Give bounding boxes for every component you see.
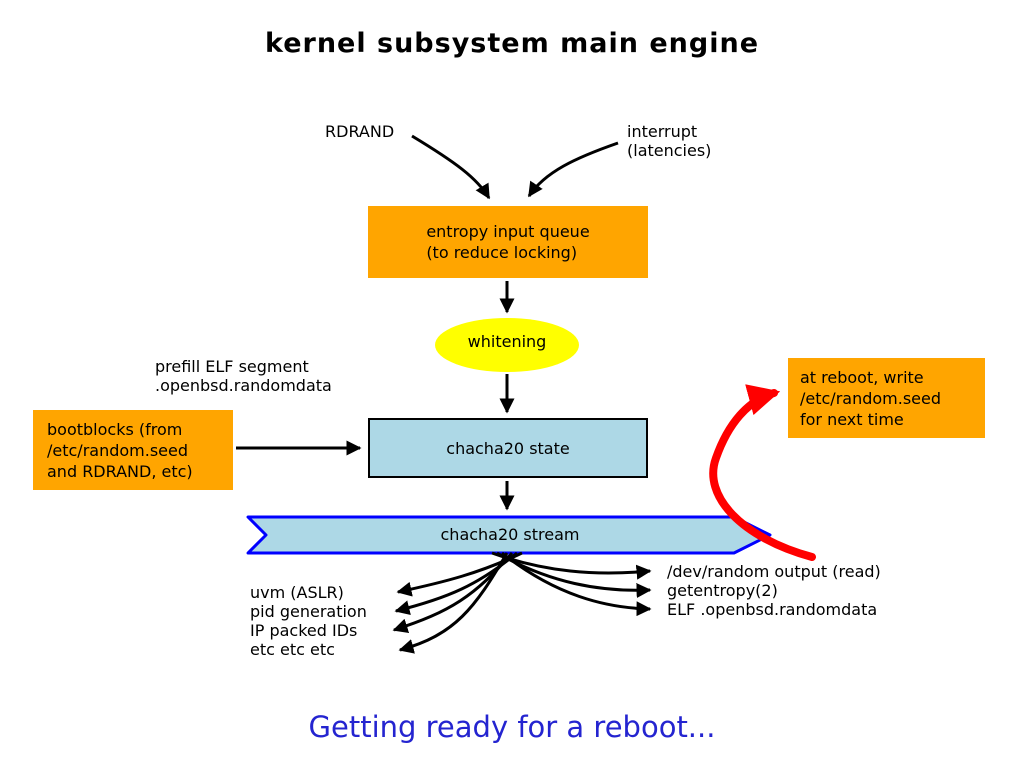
reboot-red-arrow — [709, 384, 816, 561]
stream-output-arrow — [501, 551, 652, 617]
prefill-note: prefill ELF segment .openbsd.randomdata — [155, 357, 332, 395]
bootblocks-box: bootblocks (from /etc/random.seed and RD… — [33, 410, 233, 490]
footer-caption: Getting ready for a reboot... — [308, 710, 716, 744]
outputs-left-label: uvm (ASLR) pid generation IP packed IDs … — [250, 583, 367, 659]
entropy-queue-box: entropy input queue (to reduce locking) — [368, 206, 648, 278]
whitening-ellipse: whitening — [435, 318, 579, 372]
stream-output-arrow — [398, 552, 509, 654]
interrupt-arrow — [527, 141, 619, 198]
chacha20-stream-label: chacha20 stream — [440, 525, 580, 544]
rdrand-label: RDRAND — [325, 122, 395, 141]
rdrand-arrow — [411, 134, 491, 200]
outputs-right-label: /dev/random output (read) getentropy(2) … — [667, 562, 881, 619]
page-title: kernel subsystem main engine — [264, 28, 760, 59]
interrupt-label: interrupt (latencies) — [627, 122, 712, 160]
reboot-note-box: at reboot, write /etc/random.seed for ne… — [788, 358, 985, 438]
chacha20-state-box: chacha20 state — [368, 418, 648, 478]
